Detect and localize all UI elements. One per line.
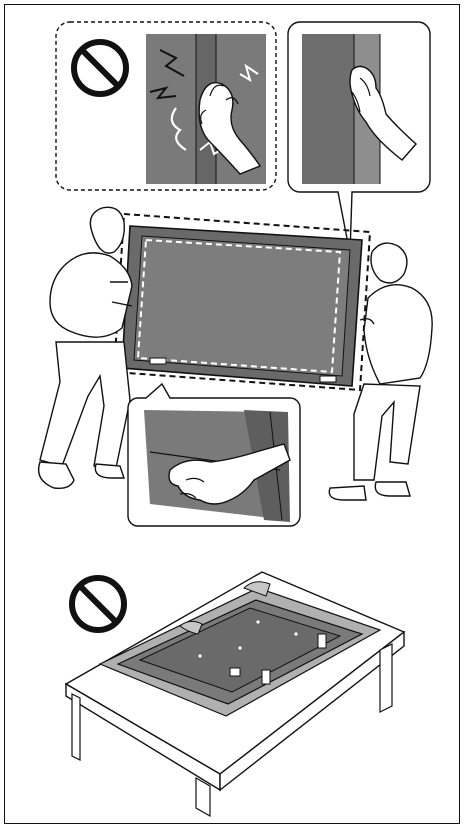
prohibited-callout	[56, 22, 276, 190]
bottom-hold-callout	[128, 384, 300, 526]
correct-grip-callout	[288, 22, 430, 254]
prohibited-table-scene	[66, 572, 404, 816]
prohibited-icon	[72, 578, 124, 630]
prohibited-icon	[74, 42, 126, 94]
